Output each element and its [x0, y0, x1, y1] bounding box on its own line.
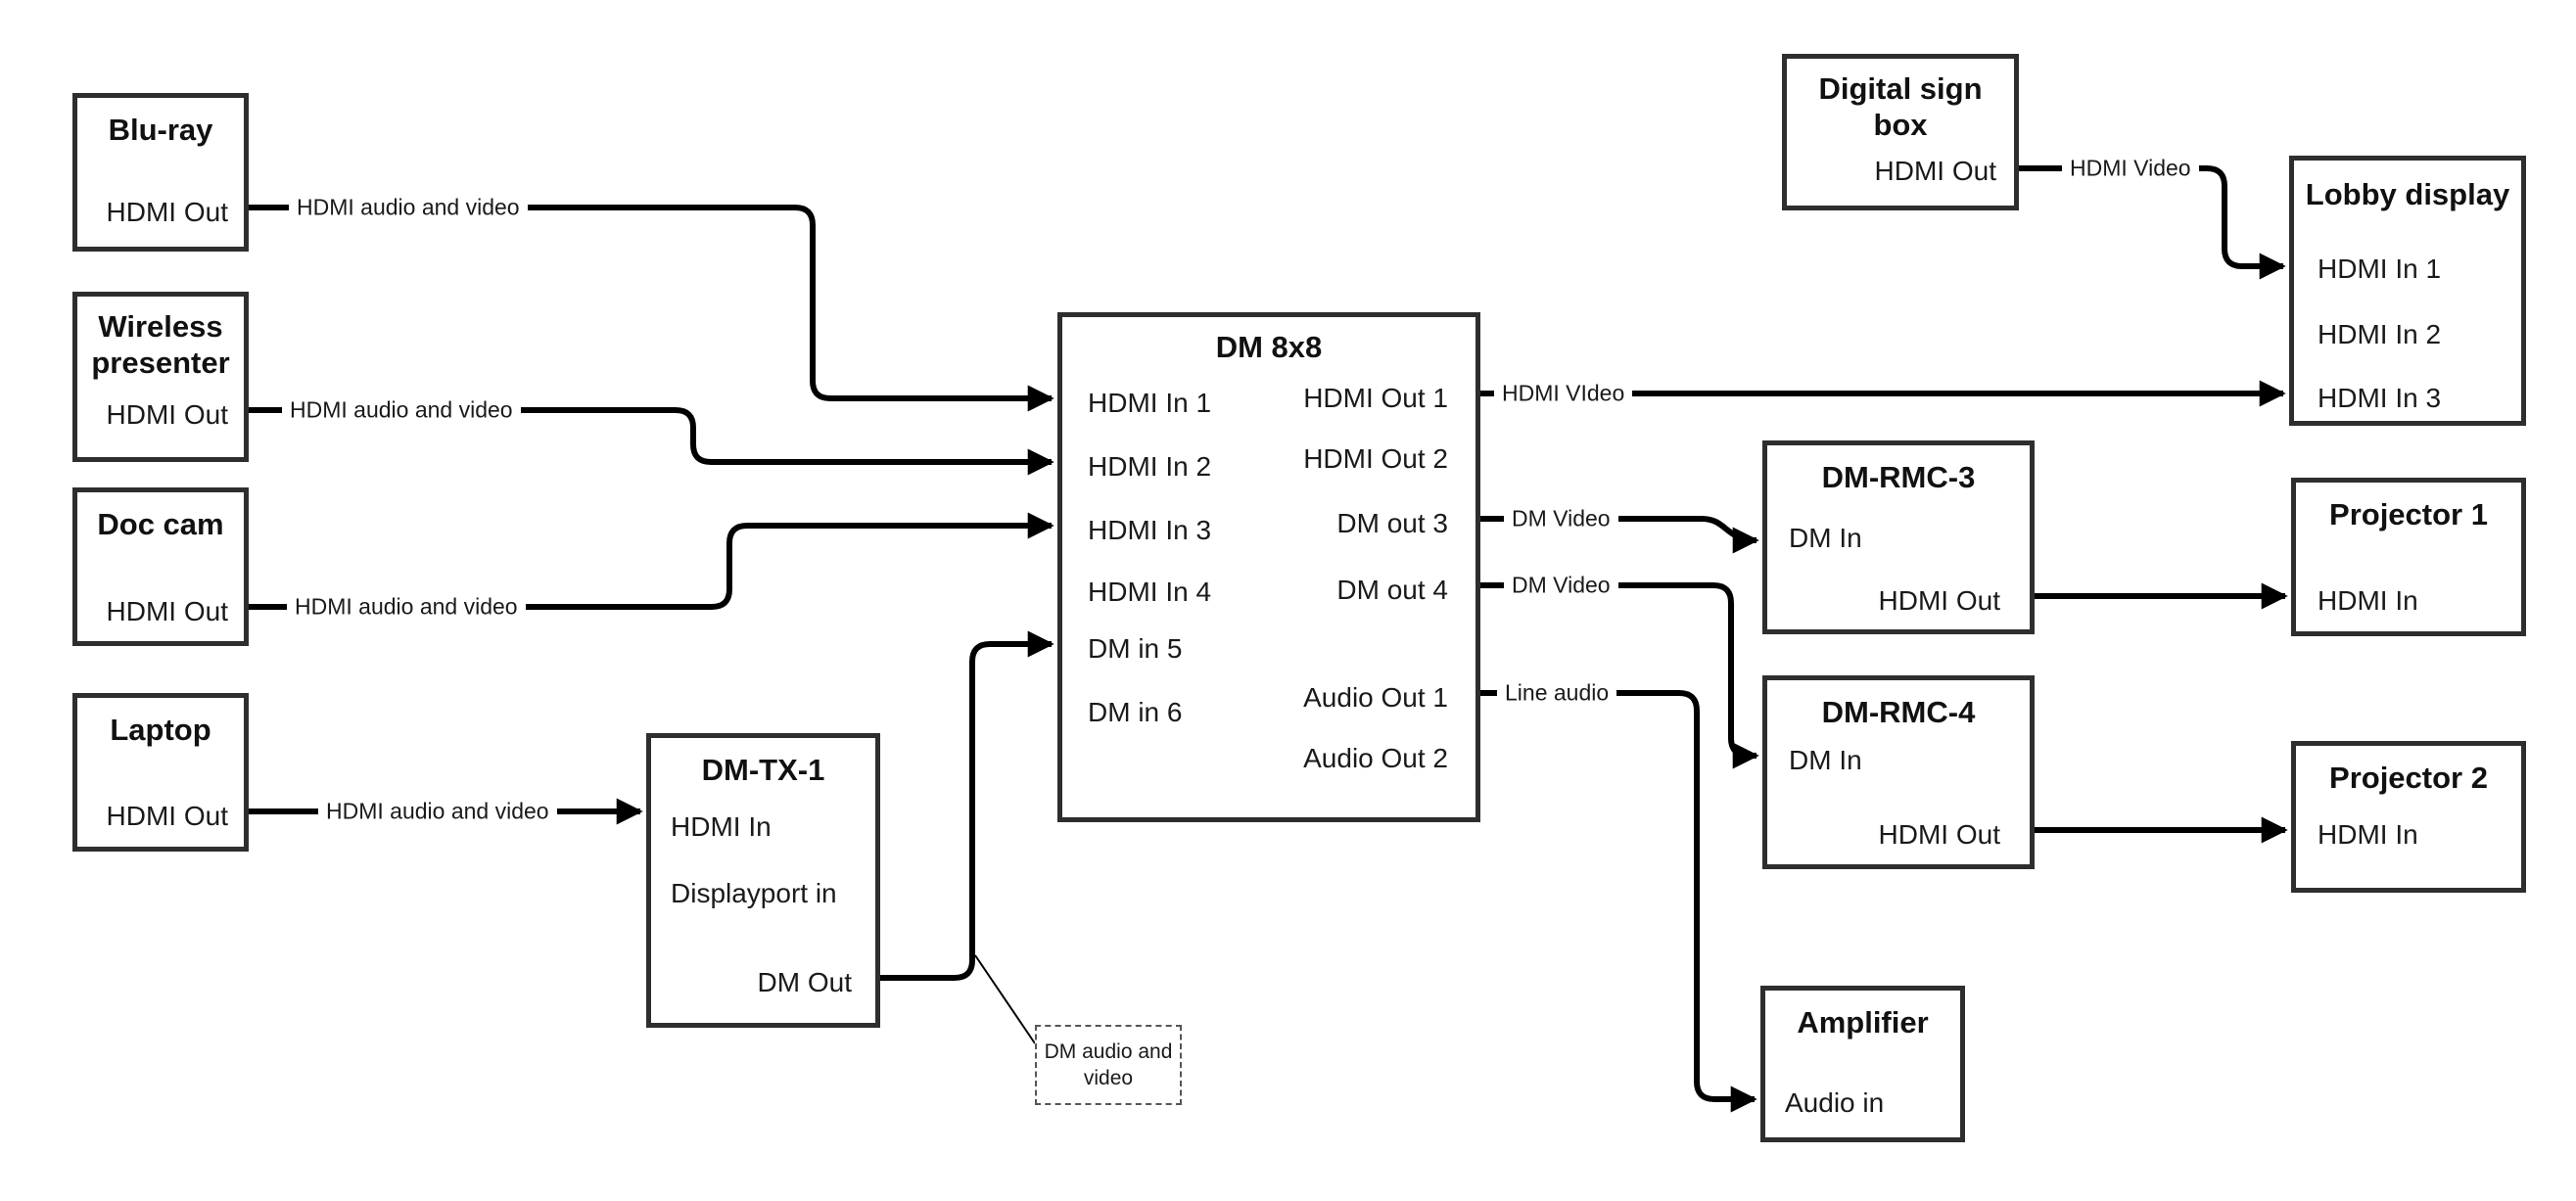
- device-title: Amplifier: [1797, 1005, 1929, 1039]
- port-dmtx1-hdmi-in: HDMI In: [671, 811, 772, 842]
- port-dm8x8-audio-out-2: Audio Out 2: [1303, 743, 1448, 773]
- device-title: Lobby display: [2305, 177, 2510, 211]
- device-title: Projector 1: [2329, 497, 2488, 531]
- port-doccam-hdmi-out: HDMI Out: [106, 596, 228, 626]
- device-wireless-presenter: Wireless presenter HDMI Out: [72, 292, 249, 462]
- device-title: Doc cam: [97, 507, 224, 541]
- annotation-dm-audio-video: DM audio and video: [1035, 1025, 1182, 1105]
- cable-dmtx1-to-dm8x8-in5: [880, 630, 1054, 981]
- device-title: DM-RMC-3: [1821, 460, 1976, 494]
- cable-wireless-to-dm8x8-in2: [249, 407, 1054, 476]
- device-bluray: Blu-ray HDMI Out: [72, 93, 249, 252]
- cable-label-dm-video-4: DM Video: [1504, 572, 1618, 599]
- device-title: DM 8x8: [1215, 330, 1323, 364]
- cable-label-line-audio: Line audio: [1497, 679, 1617, 707]
- callout-leader-line: [974, 954, 1036, 1044]
- device-title: Laptop: [110, 713, 211, 747]
- port-lobby-hdmi-in-2: HDMI In 2: [2318, 319, 2442, 349]
- cable-dm8x8-out4-to-rmc4: [1480, 582, 1759, 769]
- device-doc-cam: Doc cam HDMI Out: [72, 487, 249, 646]
- device-laptop: Laptop HDMI Out: [72, 693, 249, 852]
- port-dm8x8-hdmi-in-2: HDMI In 2: [1088, 451, 1212, 482]
- port-rmc4-hdmi-out: HDMI Out: [1878, 819, 2000, 850]
- port-rmc3-hdmi-out: HDMI Out: [1878, 585, 2000, 616]
- device-lobby-display: Lobby display HDMI In 1 HDMI In 2 HDMI I…: [2289, 156, 2526, 426]
- port-bluray-hdmi-out: HDMI Out: [106, 197, 228, 227]
- port-dm8x8-hdmi-in-4: HDMI In 4: [1088, 577, 1212, 607]
- cable-label-hdmi-video-out1: HDMI VIdeo: [1494, 380, 1633, 407]
- device-dm-rmc-3: DM-RMC-3 DM In HDMI Out: [1762, 440, 2035, 634]
- port-laptop-hdmi-out: HDMI Out: [106, 801, 228, 831]
- cable-label-bluray: HDMI audio and video: [289, 194, 528, 221]
- device-dm-tx-1: DM-TX-1 HDMI In Displayport in DM Out: [646, 733, 880, 1028]
- device-title: DM-TX-1: [701, 753, 825, 787]
- port-lobby-hdmi-in-3: HDMI In 3: [2318, 383, 2442, 413]
- port-digitalsign-hdmi-out: HDMI Out: [1874, 156, 1996, 186]
- port-dm8x8-hdmi-in-1: HDMI In 1: [1088, 388, 1212, 418]
- port-dmtx1-dm-out: DM Out: [757, 967, 852, 997]
- cable-label-hdmi-video-sign: HDMI Video: [2062, 155, 2199, 182]
- port-dmtx1-displayport-in: Displayport in: [671, 878, 837, 908]
- cable-doccam-to-dm8x8-in3: [249, 512, 1054, 610]
- port-lobby-hdmi-in-1: HDMI In 1: [2318, 254, 2442, 284]
- cable-label-dm-video-3: DM Video: [1504, 505, 1618, 532]
- port-amplifier-audio-in: Audio in: [1785, 1087, 1885, 1118]
- device-amplifier: Amplifier Audio in: [1760, 986, 1965, 1142]
- port-wireless-hdmi-out: HDMI Out: [106, 399, 228, 430]
- port-dm8x8-dm-out-3: DM out 3: [1336, 508, 1448, 538]
- port-dm8x8-audio-out-1: Audio Out 1: [1303, 682, 1448, 713]
- device-projector-1: Projector 1 HDMI In: [2291, 478, 2526, 636]
- port-dm8x8-dm-out-4: DM out 4: [1336, 575, 1448, 605]
- device-title: Wireless presenter: [91, 309, 230, 380]
- device-dm-8x8: DM 8x8 HDMI In 1 HDMI In 2 HDMI In 3 HDM…: [1057, 312, 1480, 822]
- cable-label-doccam: HDMI audio and video: [287, 593, 526, 621]
- port-projector2-hdmi-in: HDMI In: [2318, 819, 2418, 850]
- cable-label-laptop: HDMI audio and video: [318, 798, 557, 825]
- device-title: Digital sign box: [1818, 71, 1983, 142]
- cable-dm8x8-audio1-to-amplifier: [1480, 690, 1757, 1113]
- device-projector-2: Projector 2 HDMI In: [2291, 741, 2526, 893]
- port-dm8x8-hdmi-in-3: HDMI In 3: [1088, 515, 1212, 545]
- device-title: Blu-ray: [108, 113, 213, 147]
- cable-label-wireless: HDMI audio and video: [282, 396, 521, 424]
- port-dm8x8-hdmi-out-1: HDMI Out 1: [1303, 383, 1448, 413]
- device-title: Projector 2: [2329, 761, 2488, 795]
- cable-digitalsign-to-lobby-in1: [2019, 165, 2286, 280]
- port-projector1-hdmi-in: HDMI In: [2318, 585, 2418, 616]
- cable-bluray-to-dm8x8-in1: [249, 205, 1054, 412]
- device-title: DM-RMC-4: [1821, 695, 1976, 729]
- cable-dm8x8-out3-to-rmc3: [1480, 516, 1759, 554]
- port-dm8x8-dm-in-6: DM in 6: [1088, 697, 1183, 727]
- port-rmc3-dm-in: DM In: [1789, 523, 1862, 553]
- device-dm-rmc-4: DM-RMC-4 DM In HDMI Out: [1762, 675, 2035, 869]
- port-rmc4-dm-in: DM In: [1789, 745, 1862, 775]
- port-dm8x8-hdmi-out-2: HDMI Out 2: [1303, 443, 1448, 474]
- device-digital-sign-box: Digital sign box HDMI Out: [1782, 54, 2019, 210]
- port-dm8x8-dm-in-5: DM in 5: [1088, 633, 1183, 664]
